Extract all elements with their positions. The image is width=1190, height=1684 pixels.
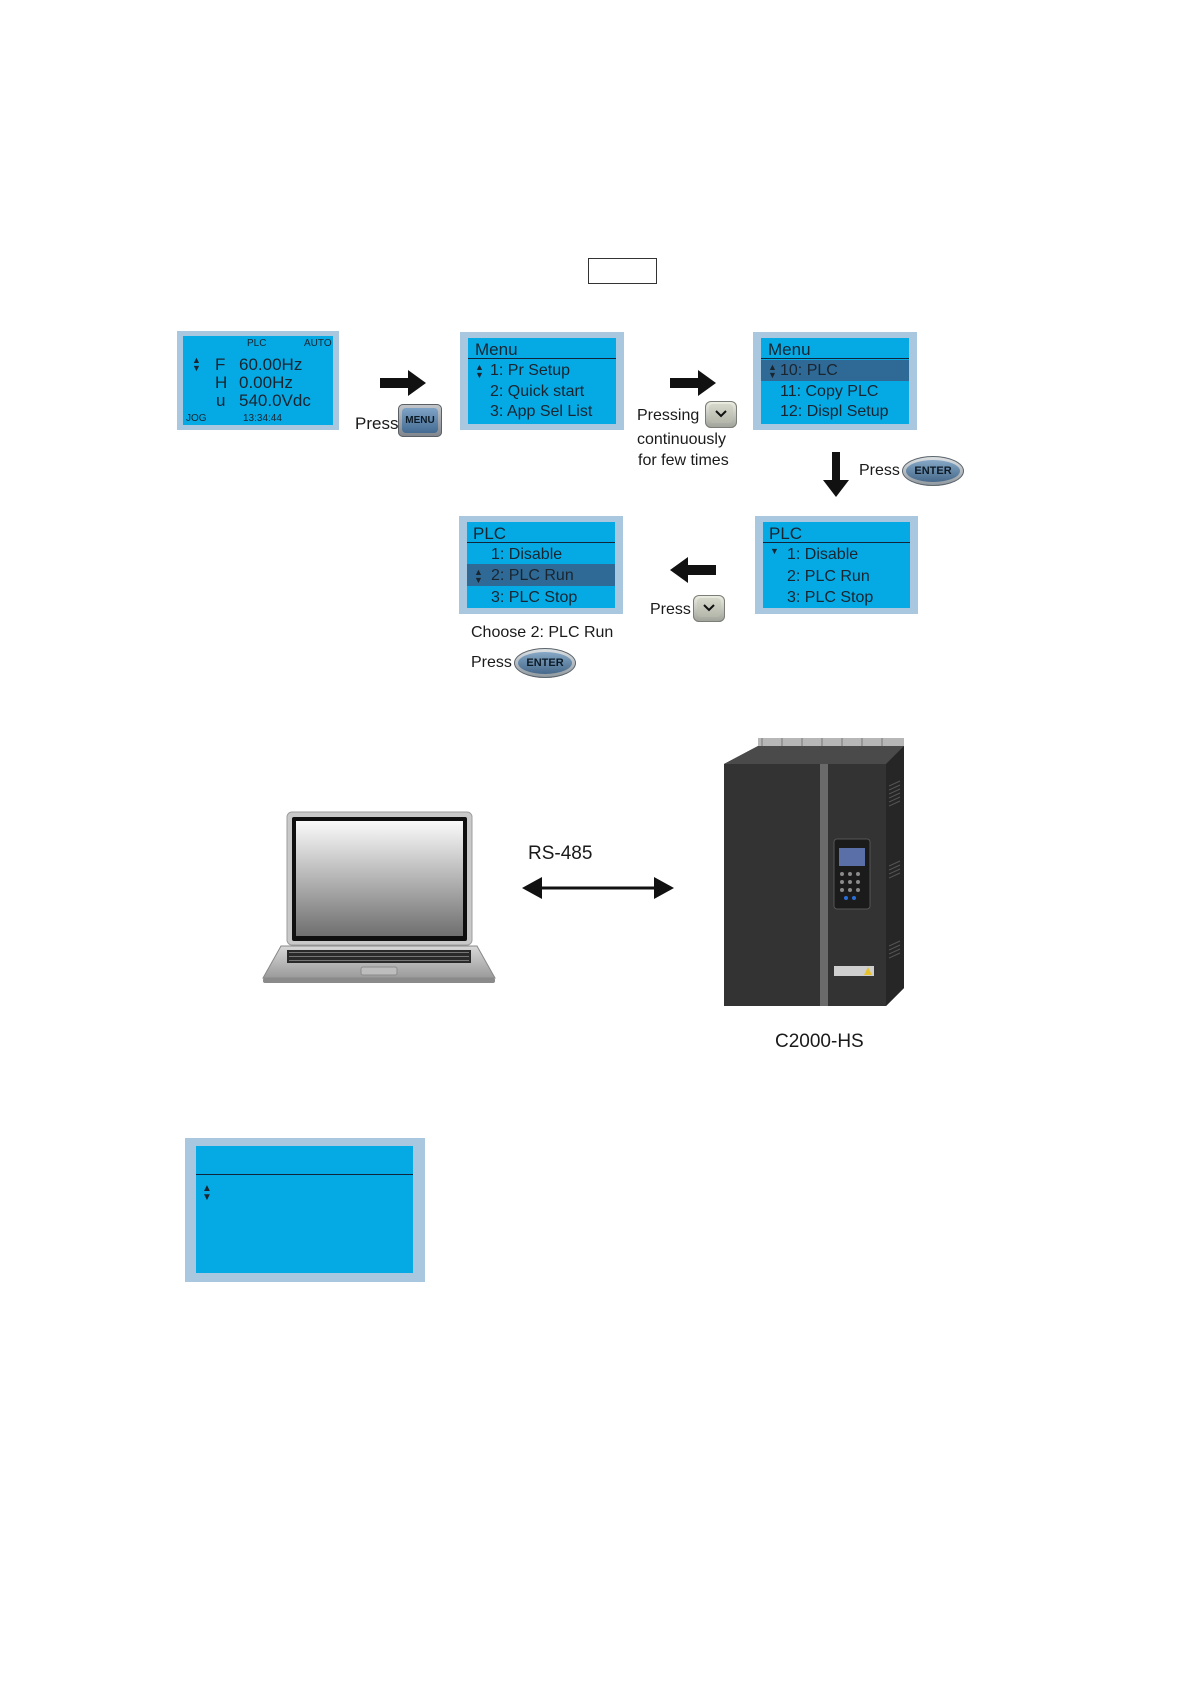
few-times-label: for few times: [638, 452, 729, 469]
menu-item-2: 2: Quick start: [490, 383, 585, 400]
menu-title: Menu: [475, 340, 518, 359]
rs485-label: RS-485: [528, 843, 593, 864]
pressing-label: Pressing: [637, 407, 700, 424]
arrow-right-icon: [670, 370, 716, 396]
plc-title: PLC: [473, 524, 507, 543]
plc-item-1: 1: Disable: [787, 546, 859, 563]
arrow-right-icon: [380, 370, 426, 396]
laptop-icon: [262, 811, 496, 983]
row-val-h: 0.00Hz: [239, 373, 293, 392]
down-key-button[interactable]: [705, 401, 737, 428]
menu-item-3: 3: App Sel List: [490, 403, 593, 420]
menu-item-11: 11: Copy PLC: [780, 383, 879, 400]
enter-key-label: ENTER: [526, 657, 564, 669]
up-down-icon: ▲▼: [192, 355, 201, 373]
arrow-left-icon: [670, 557, 716, 583]
chevron-down-icon: [703, 604, 715, 612]
main-lcd-display: PLC AUTO ▲▼ F 60.00Hz H 0.00Hz u 540.0Vd…: [177, 331, 339, 430]
double-arrow-icon: [522, 877, 674, 899]
press-label-4: Press: [471, 654, 512, 671]
press-label-1: Press: [355, 414, 399, 433]
up-down-icon: ▲▼: [768, 362, 777, 380]
menu-item-10: 10: PLC: [780, 362, 838, 379]
continuously-label: continuously: [637, 431, 726, 448]
row-key-h: H: [215, 373, 228, 392]
row-key-f: F: [215, 355, 226, 374]
up-down-icon: ▲▼: [474, 567, 483, 585]
drive-unit-icon: [724, 738, 904, 1006]
auto-tag: AUTO: [304, 338, 332, 349]
row-key-u: u: [216, 391, 226, 410]
up-down-icon: ▲▼: [475, 362, 484, 380]
plc-item-2: 2: PLC Run: [787, 568, 870, 585]
plc-item-3: 3: PLC Stop: [491, 589, 578, 606]
menu-key-label: MENU: [405, 415, 435, 426]
menu-lcd-1: Menu ▲▼ 1: Pr Setup 2: Quick start 3: Ap…: [460, 332, 624, 430]
down-key-button[interactable]: [693, 595, 725, 622]
blank-lcd-display: ▲▼: [185, 1138, 425, 1282]
menu-item-1: 1: Pr Setup: [490, 362, 571, 379]
plc-item-1: 1: Disable: [491, 546, 563, 563]
down-marker-icon: ▼: [770, 546, 779, 556]
selected-row-highlight: [467, 564, 615, 586]
jog-tag: JOG: [186, 413, 207, 424]
selected-row-highlight: [761, 360, 909, 381]
plc-lcd-1: PLC 1: Disable ▲▼ 2: PLC Run 3: PLC Stop: [459, 516, 623, 614]
up-down-icon: ▲▼: [202, 1183, 212, 1203]
menu-key-button[interactable]: MENU: [398, 404, 442, 437]
arrow-down-icon: [823, 452, 849, 497]
empty-box: [588, 258, 657, 284]
enter-key-button[interactable]: ENTER: [902, 456, 964, 486]
menu-lcd-2: Menu ▲▼ 10: PLC 11: Copy PLC 12: Displ S…: [753, 332, 917, 430]
plc-item-2: 2: PLC Run: [491, 567, 574, 584]
menu-item-12: 12: Displ Setup: [780, 403, 889, 420]
row-val-u: 540.0Vdc: [239, 391, 311, 410]
press-label-3: Press: [650, 601, 691, 618]
enter-key-button[interactable]: ENTER: [514, 648, 576, 678]
plc-lcd-2: PLC ▼ 1: Disable 2: PLC Run 3: PLC Stop: [755, 516, 918, 614]
choose-label: Choose 2: PLC Run: [471, 624, 614, 641]
enter-key-label: ENTER: [914, 465, 952, 477]
plc-title: PLC: [769, 524, 803, 543]
plc-item-3: 3: PLC Stop: [787, 589, 874, 606]
clock: 13:34:44: [243, 413, 282, 424]
row-val-f: 60.00Hz: [239, 355, 303, 374]
menu-title: Menu: [768, 340, 811, 359]
chevron-down-icon: [715, 410, 727, 418]
plc-tag: PLC: [247, 338, 267, 349]
press-label-2: Press: [859, 462, 900, 479]
device-label: C2000-HS: [775, 1031, 864, 1052]
